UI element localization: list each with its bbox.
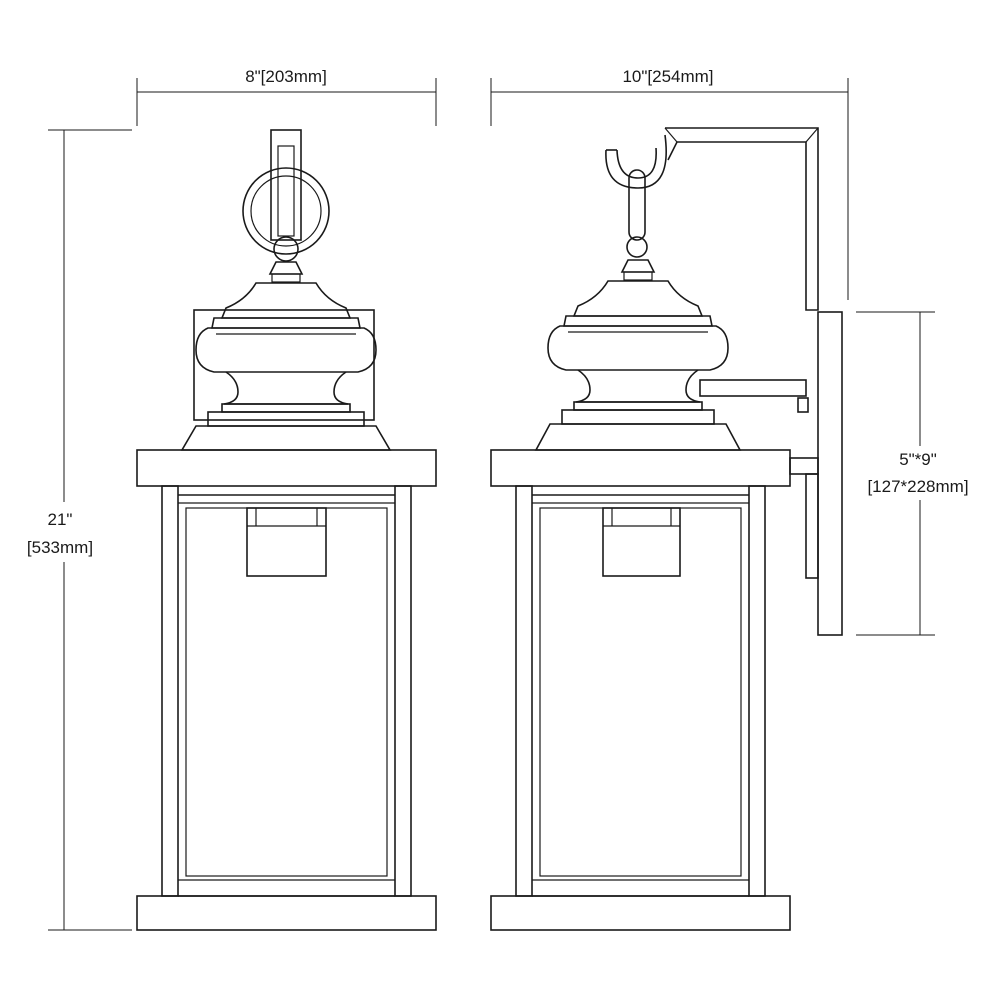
side-body bbox=[515, 485, 766, 897]
backplate-label-mm: [127*228mm] bbox=[867, 477, 968, 496]
side-support-rod bbox=[699, 379, 809, 413]
side-socket bbox=[602, 507, 681, 577]
front-hanger bbox=[242, 129, 330, 262]
height-label-in: 21" bbox=[48, 510, 73, 529]
front-finial bbox=[268, 261, 304, 283]
side-top-frame bbox=[490, 449, 791, 487]
side-lower-bracket bbox=[789, 457, 819, 579]
width-side-label: 10"[254mm] bbox=[622, 67, 713, 86]
front-cap bbox=[180, 282, 392, 451]
front-base bbox=[136, 895, 437, 931]
front-body bbox=[161, 485, 412, 897]
width-front-dimension: 8"[203mm] bbox=[136, 67, 437, 126]
height-dimension: 21" [533mm] bbox=[27, 129, 132, 931]
side-base bbox=[490, 895, 791, 931]
side-backplate bbox=[817, 311, 843, 636]
front-view-lantern bbox=[136, 129, 437, 931]
backplate-label-in: 5"*9" bbox=[899, 450, 937, 469]
front-top-frame bbox=[136, 449, 437, 487]
height-label-mm: [533mm] bbox=[27, 538, 93, 557]
width-front-label: 8"[203mm] bbox=[245, 67, 327, 86]
front-socket bbox=[246, 507, 327, 577]
side-finial bbox=[620, 259, 656, 281]
backplate-dimension: 5"*9" [127*228mm] bbox=[856, 311, 969, 636]
side-view-lantern bbox=[490, 127, 843, 931]
side-cap bbox=[534, 280, 742, 451]
side-arm bbox=[605, 127, 819, 311]
width-side-dimension: 10"[254mm] bbox=[490, 67, 849, 300]
front-backplate bbox=[193, 309, 375, 421]
